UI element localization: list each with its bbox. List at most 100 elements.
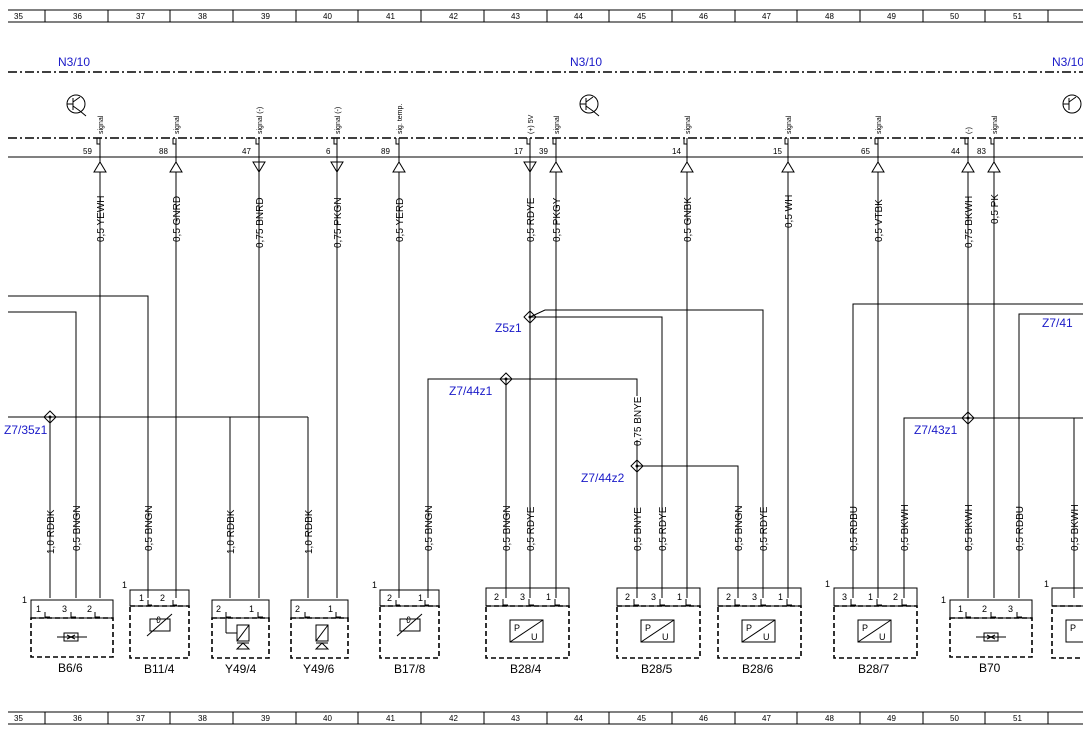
component-name: Y49/4: [225, 662, 257, 676]
splice-z7-44z2-icon: [630, 459, 644, 473]
col-top-38: 38: [198, 12, 207, 21]
pin-number: 47: [242, 147, 251, 156]
svg-text:P: P: [862, 623, 868, 633]
pin-label: signal: [786, 115, 793, 134]
col-bottom-38: 38: [198, 714, 207, 723]
module-label-n3-10-center: N3/10: [570, 55, 602, 69]
pin-label: signal: [685, 115, 692, 134]
wire-label: 0,5 RDYE: [526, 197, 537, 242]
splice-z7-35z1-icon: [43, 410, 57, 424]
component-pin: 2: [87, 604, 92, 614]
pin-number: 14: [672, 147, 681, 156]
svg-text:U: U: [879, 632, 886, 642]
pressure-sensor-icon: P U: [857, 619, 892, 643]
wire-label: 0,5 BNGN: [734, 505, 745, 551]
col-top-46: 46: [699, 12, 708, 21]
splice-labels: Z7/35z1 Z7/44z1 Z5z1 Z7/44z2 Z7/43z1 Z7/…: [4, 316, 1073, 485]
pin-label: signal (-): [335, 107, 342, 134]
module-label-n3-10-right: N3/10: [1052, 55, 1083, 69]
pin-number: 65: [861, 147, 870, 156]
component-pin: 2: [494, 592, 499, 602]
component-b11-4: 1 1 2 ϑ B11/4: [122, 580, 190, 676]
component-pin: 2: [216, 604, 221, 614]
component-name: B28/5: [641, 662, 673, 676]
col-top-51: 51: [1013, 12, 1022, 21]
component-pin: 1: [139, 593, 144, 603]
svg-text:P: P: [645, 623, 651, 633]
splice-z7-44z1-icon: [499, 372, 513, 386]
wire-label: 0,75 BKWH: [964, 196, 975, 248]
col-top-41: 41: [386, 12, 395, 21]
component-pin: 1: [958, 604, 963, 614]
splice-label-z7-44z2: Z7/44z2: [581, 471, 625, 485]
component-name: Y49/6: [303, 662, 335, 676]
splice-label-z7-43z1: Z7/43z1: [914, 423, 958, 437]
component-corner-number: 1: [1044, 579, 1049, 589]
splice-points: [43, 310, 975, 473]
wire-label: 0,5 BNGN: [502, 505, 513, 551]
component-name: B28/4: [510, 662, 542, 676]
col-bottom-48: 48: [825, 714, 834, 723]
col-top-39: 39: [261, 12, 270, 21]
splice-z7-43z1-icon: [961, 411, 975, 425]
pin-number: 89: [381, 147, 390, 156]
component-name: B70: [979, 661, 1001, 675]
component-corner-number: 1: [941, 595, 946, 605]
svg-text:P: P: [746, 623, 752, 633]
col-top-48: 48: [825, 12, 834, 21]
component-name: B28/7: [858, 662, 890, 676]
transistor-icon: [579, 94, 600, 117]
component-pin: 2: [295, 604, 300, 614]
component-b6-6: 1 1 3 2 B6/6: [22, 595, 114, 675]
wire-label: 0,5 RDYE: [658, 506, 669, 551]
wire-label: 0,5 BNGN: [144, 505, 155, 551]
pin-44: (-) 44: [951, 127, 975, 173]
pin-6: signal (-) 6: [326, 107, 344, 173]
module-label-n3-10-left: N3/10: [58, 55, 90, 69]
hall-sensor-icon: [57, 632, 87, 642]
pin-number: 44: [951, 147, 960, 156]
pin-number: 17: [514, 147, 523, 156]
component-pin: 1: [546, 592, 551, 602]
wire-label: 1,0 RDBK: [226, 509, 237, 554]
component-name: B28/6: [742, 662, 774, 676]
component-pin: 3: [842, 592, 847, 602]
pin-number: 6: [326, 147, 331, 156]
wire-label: 0,5 BNGN: [72, 505, 83, 551]
control-module-n3-10: N3/10 N3/10 N3/10: [8, 55, 1083, 158]
wire-label: 0,5 RDBU: [849, 506, 860, 551]
pin-65: signal 65: [861, 115, 885, 173]
col-bottom-37: 37: [136, 714, 145, 723]
component-name: B6/6: [58, 661, 83, 675]
splice-label-z7-41: Z7/41: [1042, 316, 1073, 330]
pressure-sensor-icon: P U: [640, 619, 675, 643]
col-top-40: 40: [323, 12, 332, 21]
col-top-37: 37: [136, 12, 145, 21]
component-pin: 1: [677, 592, 682, 602]
col-top-35: 35: [14, 12, 23, 21]
component-corner-number: 1: [22, 595, 27, 605]
pin-number: 83: [977, 147, 986, 156]
pin-label: (-): [966, 127, 973, 134]
component-y49-6: 2 1 Y49/6: [290, 599, 349, 676]
col-bottom-51: 51: [1013, 714, 1022, 723]
wire-label: 0,5 YERD: [395, 198, 406, 242]
col-top-45: 45: [637, 12, 646, 21]
component-corner-number: 1: [372, 580, 377, 590]
column-ruler-top: 35 36 37 38 39 40 41 42 43 44 45 46 47 4…: [8, 9, 1083, 23]
column-ruler-bottom: 35 36 37 38 39 40 41 42 43 44 45 46 47 4…: [8, 711, 1083, 725]
wire-label: 0,5 BKWH: [900, 504, 911, 551]
wire-label: 0,5 PKGY: [552, 197, 563, 242]
pin-14: signal 14: [672, 115, 694, 173]
wiring: [8, 172, 1083, 598]
pressure-sensor-icon: P: [1065, 619, 1083, 643]
col-bottom-44: 44: [574, 714, 583, 723]
component-b70: 1 1 2 3 B70: [941, 595, 1033, 675]
wire-label: 0,5 GNBK: [683, 197, 694, 242]
wire-labels-upper: 0,5 YEWH 0,5 GNRD 0,75 BNRD 0,75 PKGN 0,…: [96, 194, 1001, 446]
wire-label: 0,75 PKGN: [333, 197, 344, 248]
component-pin: 2: [893, 592, 898, 602]
wire-label: 0,5 RDBU: [1015, 506, 1026, 551]
svg-text:P: P: [1070, 623, 1076, 633]
component-b28-7: 1 3 1 2 P U B28/7: [825, 579, 918, 676]
